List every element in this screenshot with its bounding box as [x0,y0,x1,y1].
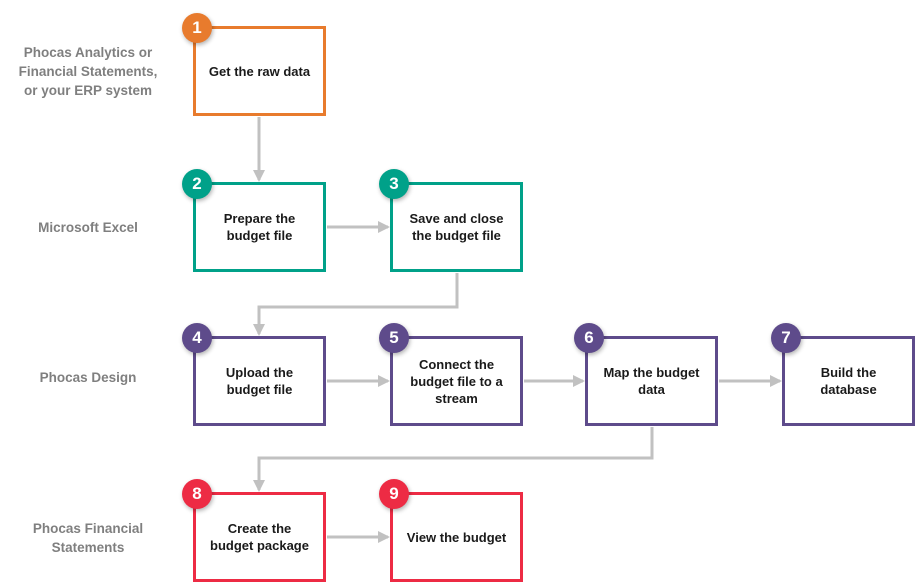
connector-step3-step4 [253,273,459,336]
step-box-4: 4 Upload the budget file [182,323,326,426]
step-label-4: Upload the budget file [225,365,294,397]
step-label-3: Save and close the budget file [409,211,504,243]
step-number-badge-8: 8 [182,479,212,509]
step-box-2: 2 Prepare the budget file [182,169,326,272]
row-label-microsoft-excel: Microsoft Excel [38,220,138,235]
step-label-5: Connect the budget file to a stream [410,356,503,406]
row-label-erp-system: Phocas Analytics or Financial Statements… [18,45,158,98]
step-number-badge-7: 7 [771,323,801,353]
step-label-9: View the budget [406,529,507,545]
step-label-2: Prepare the budget file [223,211,296,243]
row-label-financial-statements: Phocas Financial Statements [32,521,144,555]
step-box-9: 9 View the budget [379,479,523,582]
step-number-badge-1: 1 [182,13,212,43]
step-number-badge-3: 3 [379,169,409,199]
step-box-5: 5 Connect the budget file to a stream [379,323,523,426]
step-number-badge-9: 9 [379,479,409,509]
step-box-6: 6 Map the budget data [574,323,718,426]
step-number-badge-5: 5 [379,323,409,353]
step-number-badge-6: 6 [574,323,604,353]
row-label-phocas-design: Phocas Design [39,370,137,385]
step-box-1: 1 Get the raw data [182,13,326,116]
step-number-badge-2: 2 [182,169,212,199]
step-label-8: Create the budget package [210,521,309,553]
step-box-3: 3 Save and close the budget file [379,169,523,272]
step-label-6: Map the budget data [603,365,700,397]
step-label-7: Build the database [820,365,877,397]
step-box-8: 8 Create the budget package [182,479,326,582]
step-box-7: 7 Build the database [771,323,915,426]
step-number-badge-4: 4 [182,323,212,353]
connector-step6-step8 [253,427,654,492]
step-label-1: Get the raw data [208,63,311,79]
